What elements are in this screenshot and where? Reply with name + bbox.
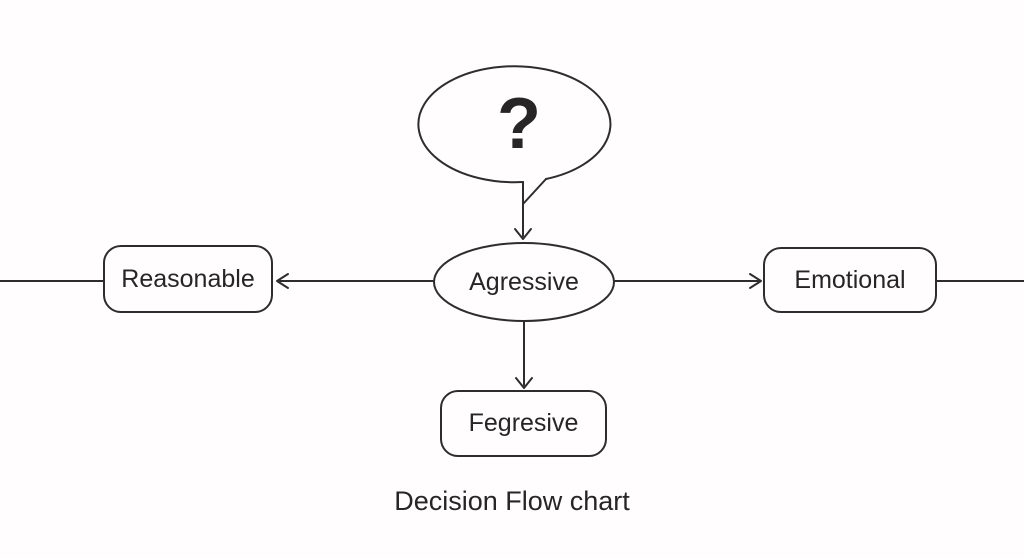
diagram-title: Decision Flow chart [394, 486, 630, 516]
node-reasonable: Reasonable [103, 245, 273, 313]
arrowhead-question-agressive [514, 228, 532, 240]
node-emotional-label: Emotional [794, 265, 906, 294]
node-agressive: Agressive [433, 242, 615, 322]
node-fegresive: Fegresive [440, 390, 607, 457]
speech-bubble-outline [417, 65, 612, 184]
node-agressive-label: Agressive [469, 267, 579, 296]
agressive-ellipse-outline [433, 242, 615, 322]
node-emotional: Emotional [763, 247, 937, 313]
node-reasonable-label: Reasonable [121, 264, 255, 293]
arrowhead-agressive-emotional [749, 273, 762, 289]
speech-bubble-tail [522, 178, 547, 205]
node-fegresive-label: Fegresive [468, 409, 579, 437]
question-bubble-label: ? [497, 84, 541, 164]
arrowhead-agressive-fegresive [515, 377, 533, 389]
arrowhead-agressive-reasonable [276, 273, 289, 289]
